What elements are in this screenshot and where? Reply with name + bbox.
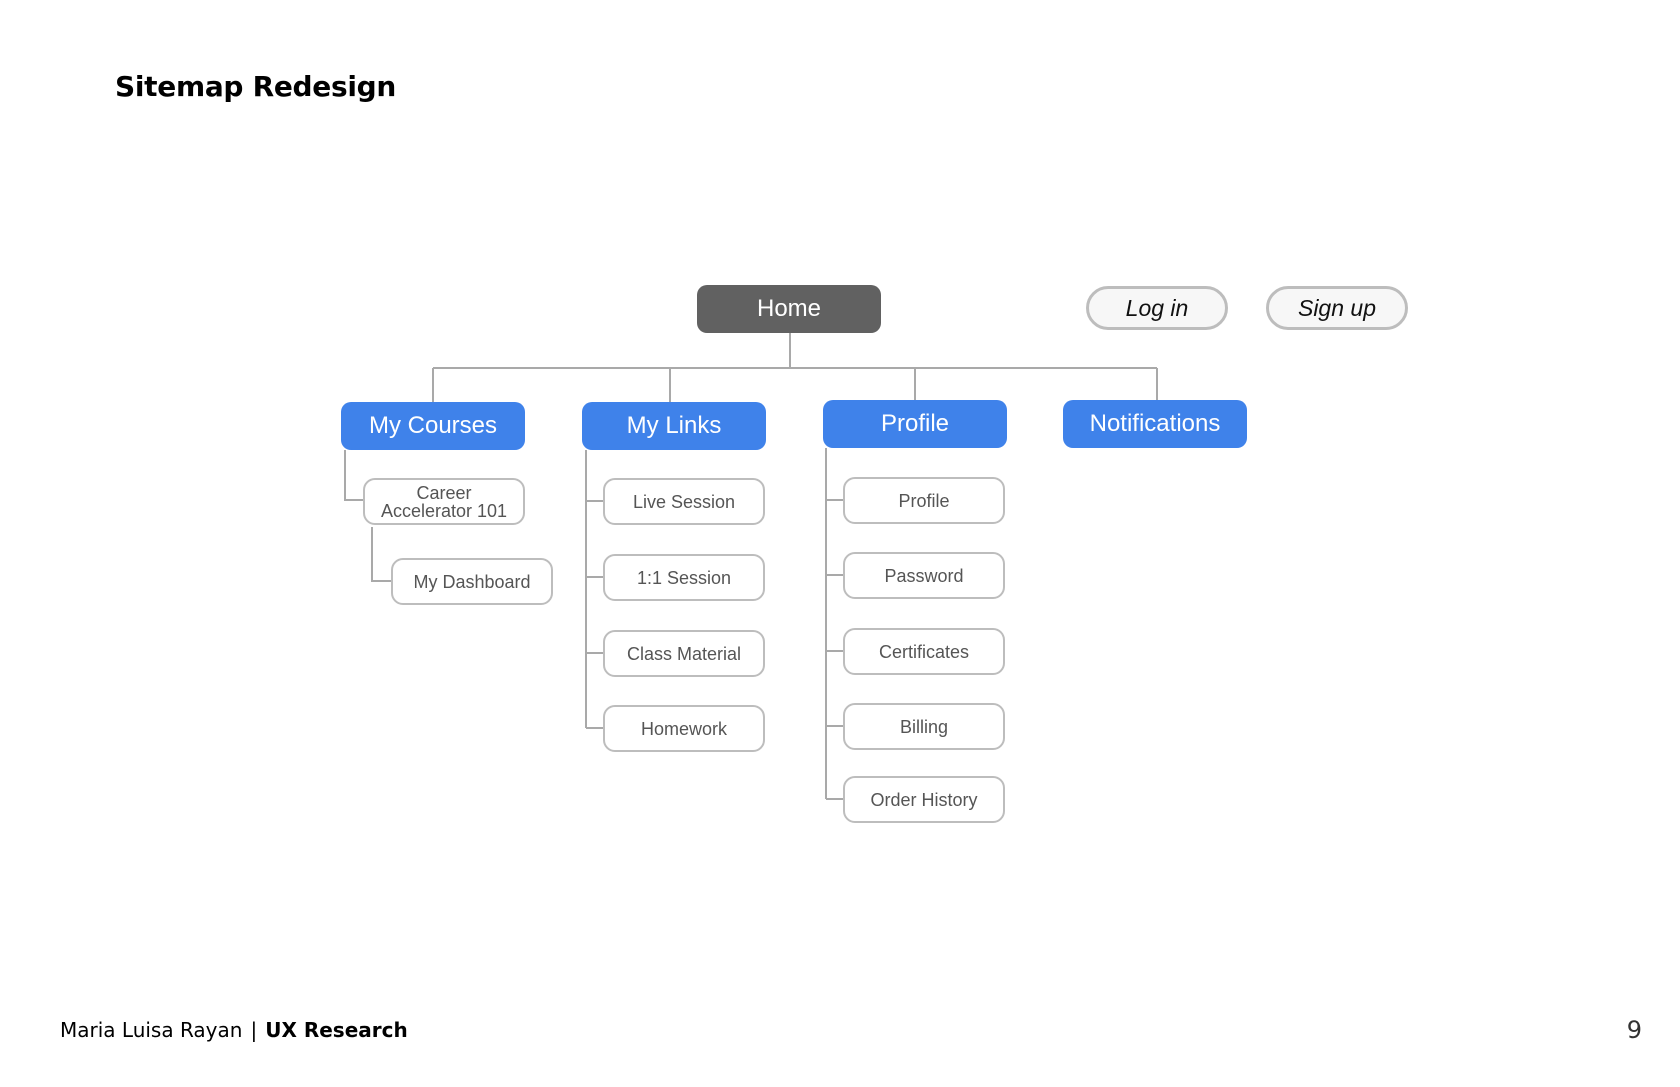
- home-node[interactable]: Home: [697, 285, 881, 333]
- page-title: Sitemap Redesign: [115, 70, 397, 103]
- one-on-one-session-node[interactable]: 1:1 Session: [603, 554, 765, 601]
- my-links-node[interactable]: My Links: [582, 402, 766, 450]
- profile-node[interactable]: Profile: [823, 400, 1007, 448]
- connector-career-accelerator: [344, 450, 363, 501]
- profile-child-node[interactable]: Profile: [843, 477, 1005, 524]
- my-courses-node[interactable]: My Courses: [341, 402, 525, 450]
- class-material-node[interactable]: Class Material: [603, 630, 765, 677]
- live-session-node[interactable]: Live Session: [603, 478, 765, 525]
- footer-author: Maria Luisa Rayan: [60, 1018, 243, 1042]
- my-dashboard-node[interactable]: My Dashboard: [391, 558, 553, 605]
- certificates-node[interactable]: Certificates: [843, 628, 1005, 675]
- footer-topic: UX Research: [265, 1018, 408, 1042]
- order-history-node[interactable]: Order History: [843, 776, 1005, 823]
- footer-separator: |: [250, 1018, 258, 1042]
- page-number: 9: [1626, 1016, 1642, 1044]
- homework-node[interactable]: Homework: [603, 705, 765, 752]
- career-accelerator-node[interactable]: Career Accelerator 101: [363, 478, 525, 525]
- password-node[interactable]: Password: [843, 552, 1005, 599]
- notifications-node[interactable]: Notifications: [1063, 400, 1247, 448]
- connector-my-dashboard: [371, 527, 391, 582]
- footer-credit: Maria Luisa Rayan | UX Research: [60, 1018, 408, 1042]
- signup-button[interactable]: Sign up: [1266, 286, 1408, 330]
- login-button[interactable]: Log in: [1086, 286, 1228, 330]
- billing-node[interactable]: Billing: [843, 703, 1005, 750]
